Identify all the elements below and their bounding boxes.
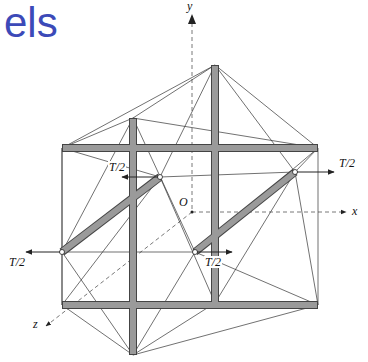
joints (60, 170, 298, 255)
force-label: T/2 (204, 256, 222, 268)
origin-dot (191, 211, 194, 214)
axis-arrowhead (188, 14, 196, 24)
struts (63, 66, 317, 354)
force-label: T/2 (108, 161, 126, 173)
axis-label: x (351, 205, 358, 217)
axis-label: y (186, 0, 193, 12)
slide-heading: els (4, 2, 58, 44)
force-label: T/2 (338, 157, 356, 169)
force-label: T/2 (8, 256, 26, 268)
origin-label: O (178, 196, 189, 208)
force-arrows (26, 172, 334, 252)
axes (46, 16, 346, 326)
strut-outlines (62, 65, 318, 355)
axis-label: z (32, 318, 39, 330)
tendons (62, 65, 318, 355)
